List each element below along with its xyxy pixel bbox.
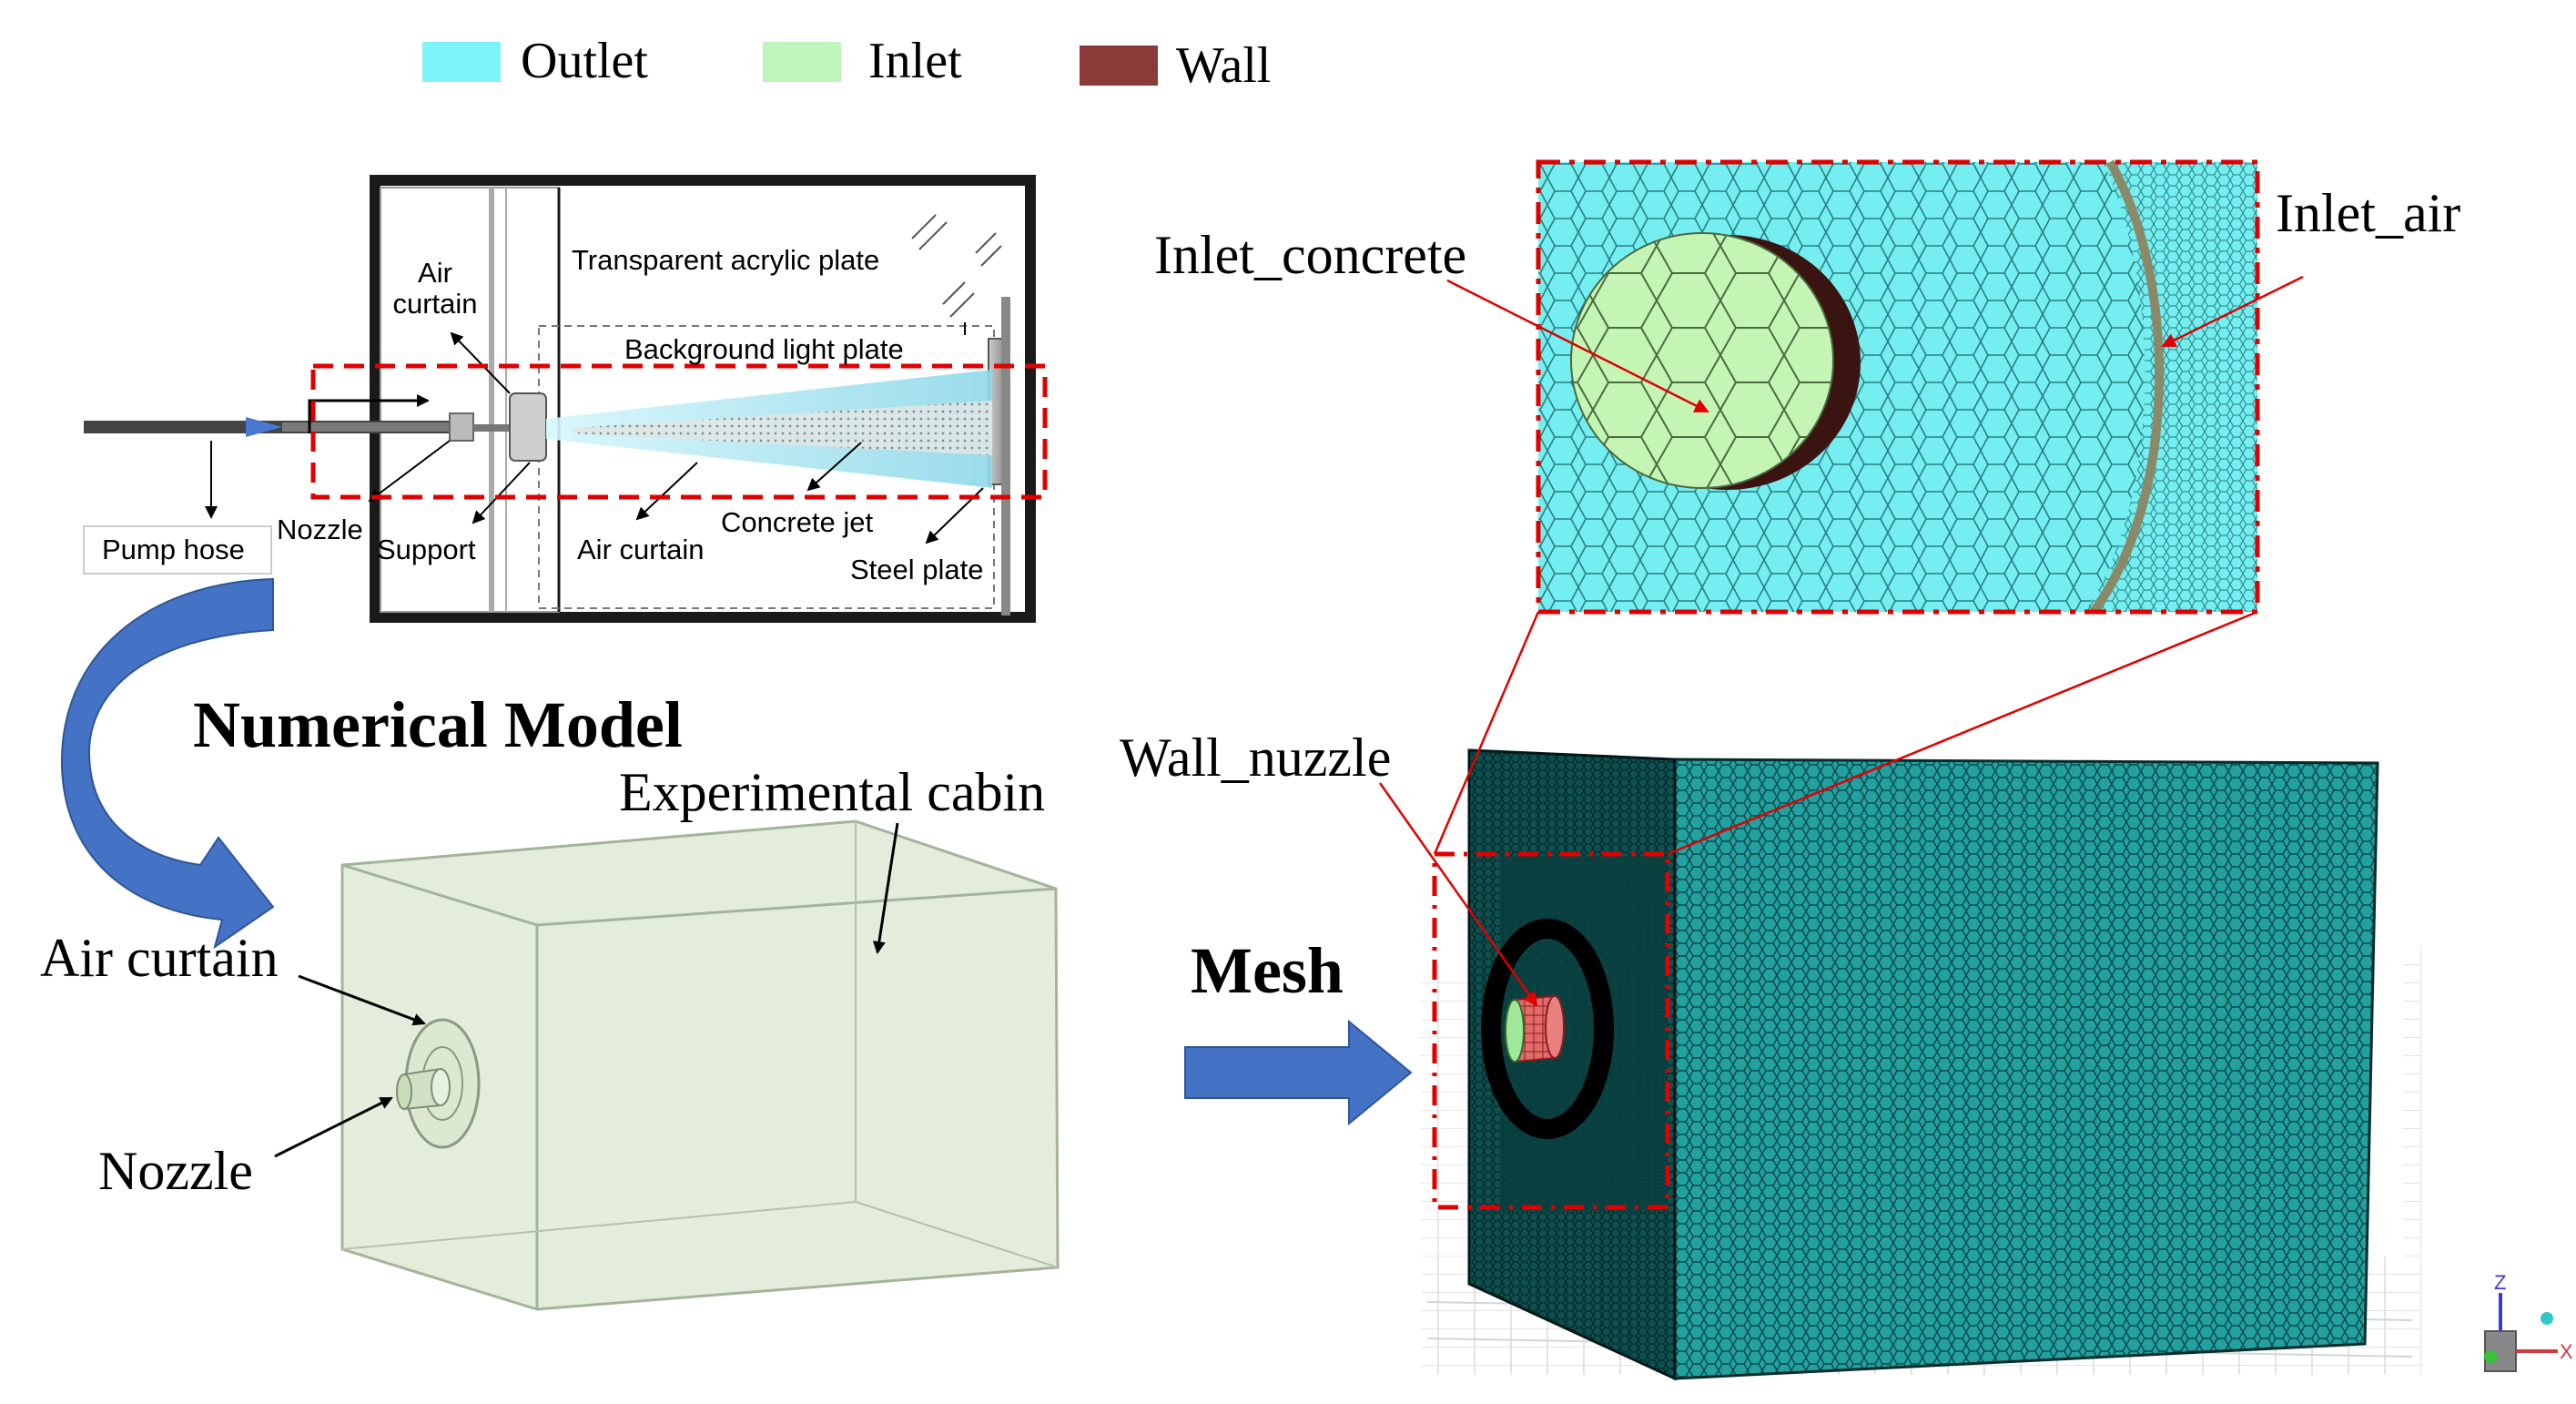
nozzle — [509, 392, 547, 462]
label-air-curtain-top-line1: Air — [418, 257, 452, 289]
air-curtain-ring-mesh — [1481, 919, 1614, 1139]
right-arrow-icon — [1184, 1019, 1413, 1126]
mesh-arrow: Mesh — [1184, 934, 1413, 1126]
inset-border — [1536, 159, 2260, 615]
label-support: Support — [377, 534, 476, 565]
label-pump-hose: Pump hose — [102, 534, 245, 565]
legend-label-wall: Wall — [1176, 37, 1271, 94]
legend-swatch-wall — [1080, 46, 1158, 86]
label-transparent-plate: Transparent acrylic plate — [572, 244, 879, 276]
curved-arrow-icon — [60, 577, 275, 950]
label-nozzle-schematic: Nozzle — [277, 514, 363, 545]
mesh-highlight-region — [1432, 851, 1670, 1210]
zoom-inset: Inlet_concrete Inlet_air Wall_nuzzle — [1120, 159, 2460, 1007]
legend-swatch-inlet — [763, 42, 841, 82]
model-title: Numerical Model — [193, 688, 683, 761]
axis-x-label: X — [2560, 1340, 2573, 1363]
support — [449, 412, 474, 442]
legend-swatch-outlet — [422, 42, 501, 82]
mesh-view: Z X — [1420, 748, 2573, 1381]
highlight-region — [310, 363, 1048, 500]
axis-z-label: Z — [2494, 1271, 2506, 1294]
legend-label-outlet: Outlet — [521, 33, 648, 89]
label-nozzle-model: Nozzle — [98, 1141, 253, 1201]
label-inlet-concrete: Inlet_concrete — [1154, 225, 1466, 285]
label-experimental-cabin: Experimental cabin — [619, 762, 1045, 822]
axis-triad-icon: Z X — [2484, 1271, 2573, 1372]
legend: Outlet Inlet Wall — [422, 33, 1271, 94]
label-air-curtain-model: Air curtain — [40, 928, 279, 988]
legend-label-inlet: Inlet — [868, 33, 962, 89]
label-background-plate: Background light plate — [624, 333, 904, 365]
label-steel-plate: Steel plate — [850, 554, 984, 585]
label-wall-nuzzle: Wall_nuzzle — [1120, 727, 1391, 788]
numerical-model: Numerical Model Experimental cabin Air c… — [40, 688, 1060, 1311]
label-air-curtain-top-line2: curtain — [392, 288, 477, 320]
mesh-title: Mesh — [1191, 934, 1344, 1007]
label-concrete-jet: Concrete jet — [721, 506, 874, 538]
mesh-box-front-face — [1675, 759, 2378, 1379]
experiment-schematic: Air curtain Transparent acrylic plate Ba… — [83, 175, 1048, 623]
label-inlet-air: Inlet_air — [2276, 183, 2460, 243]
label-air-curtain-bottom: Air curtain — [577, 534, 705, 565]
inlet-concrete-disk — [1570, 232, 1834, 489]
inlet-air-band — [2089, 159, 2164, 615]
